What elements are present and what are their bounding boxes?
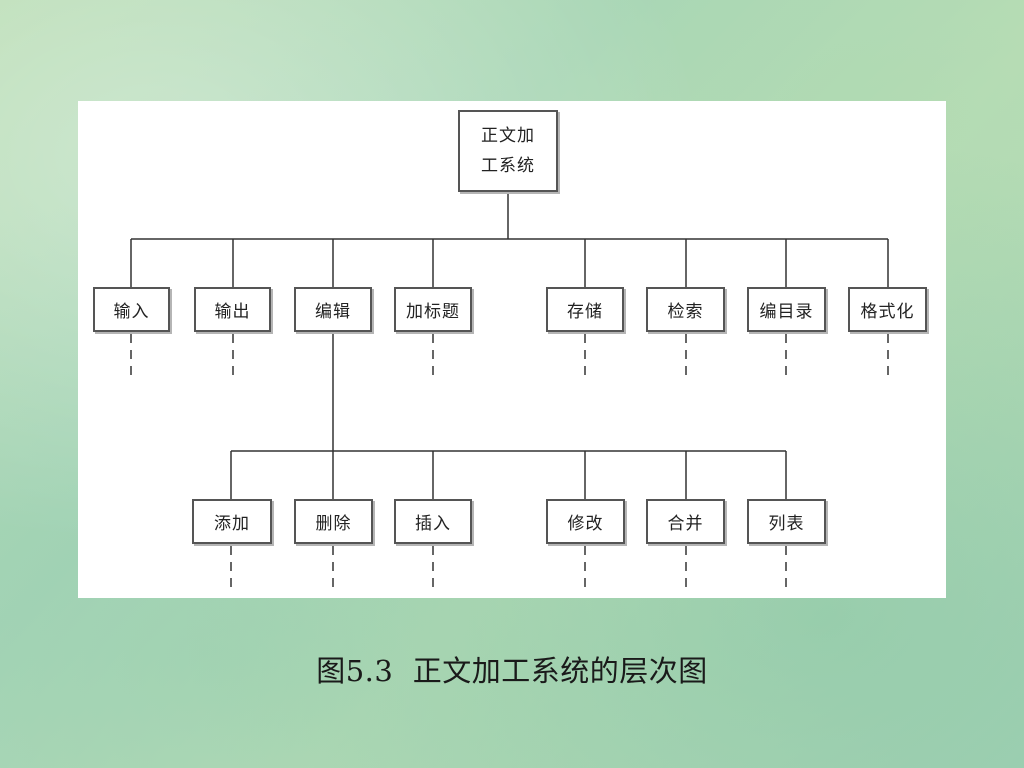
node-add-title: 加标题 bbox=[394, 287, 472, 332]
node-list: 列表 bbox=[747, 499, 826, 544]
node-insert: 插入 bbox=[394, 499, 472, 544]
node-root-line2: 工系统 bbox=[481, 156, 535, 176]
node-root: 正文加 工系统 bbox=[458, 110, 558, 192]
node-append: 添加 bbox=[192, 499, 272, 544]
node-root-line1: 正文加 bbox=[481, 126, 535, 146]
hierarchy-diagram: 正文加 工系统 输入 输出 编辑 加标题 存储 检索 编目录 格式化 添加 删除… bbox=[78, 101, 946, 598]
node-store: 存储 bbox=[546, 287, 624, 332]
node-merge: 合并 bbox=[646, 499, 725, 544]
node-input: 输入 bbox=[93, 287, 170, 332]
node-delete: 删除 bbox=[294, 499, 373, 544]
node-modify: 修改 bbox=[546, 499, 625, 544]
diagram-connectors bbox=[130, 192, 889, 594]
node-format: 格式化 bbox=[848, 287, 927, 332]
node-catalog: 编目录 bbox=[747, 287, 826, 332]
figure-caption: 图5.3 正文加工系统的层次图 bbox=[316, 654, 708, 688]
node-edit: 编辑 bbox=[294, 287, 372, 332]
node-search: 检索 bbox=[646, 287, 725, 332]
node-output: 输出 bbox=[194, 287, 271, 332]
